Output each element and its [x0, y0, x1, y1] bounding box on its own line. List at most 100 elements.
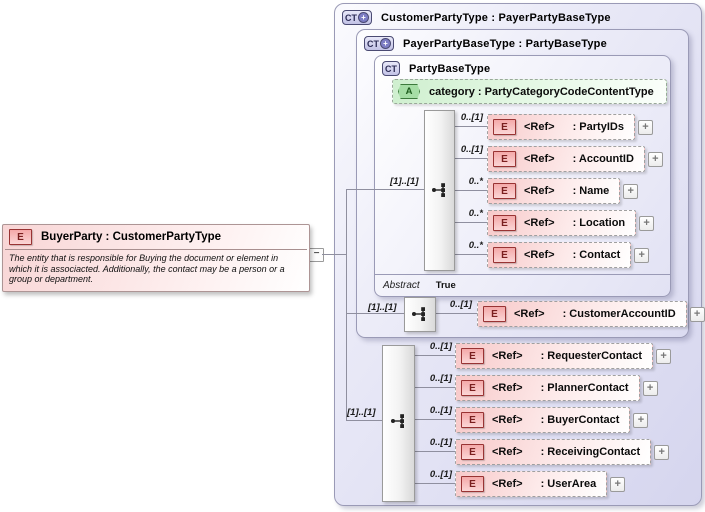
element-icon: E	[461, 348, 484, 364]
element-icon: E	[461, 380, 484, 396]
abstract-value: True	[435, 280, 456, 291]
element-row-location[interactable]: E<Ref>: Location +	[487, 210, 655, 236]
element-ref-label: <Ref>	[524, 121, 555, 133]
type-title-payerpartybasetype: PayerPartyBaseType : PartyBaseType	[403, 37, 607, 50]
attribute-label: category : PartyCategoryCodeContentType	[429, 85, 654, 98]
connector-line	[346, 420, 382, 421]
connector-line	[453, 126, 487, 127]
sequence-icon	[431, 182, 449, 203]
complex-type-icon: CT +	[364, 36, 394, 51]
type-header-customerpartytype: CT + CustomerPartyType : PayerPartyBaseT…	[335, 4, 701, 25]
element-row-accountid[interactable]: E <Ref> : AccountID +	[487, 146, 663, 172]
element-row-buyercontact[interactable]: E <Ref> : BuyerContact +	[455, 407, 649, 433]
element-icon: E	[493, 247, 516, 263]
element-ref-label: <Ref>	[524, 153, 555, 165]
cardinality-label: [1]..[1]	[368, 302, 397, 313]
connector-line	[453, 254, 487, 255]
type-header-payerpartybasetype: CT + PayerPartyBaseType : PartyBaseType	[357, 30, 688, 51]
derived-type-icon: +	[380, 38, 391, 49]
expand-toggle[interactable]: +	[642, 380, 658, 396]
connector-line	[322, 254, 346, 255]
cardinality-label: [1]..[1]	[347, 407, 376, 418]
expand-toggle[interactable]: +	[689, 306, 705, 322]
derived-type-icon: +	[358, 12, 369, 23]
cardinality-label: 0..[1]	[429, 341, 452, 352]
element-icon: E	[493, 119, 516, 135]
complex-type-icon-label: CT	[385, 63, 397, 74]
cardinality-label: 0..*	[468, 208, 483, 219]
element-icon: E	[493, 215, 516, 231]
element-row-customeraccountid[interactable]: E<Ref>: CustomerAccountID +	[477, 301, 705, 327]
cardinality-label: 0..[1]	[429, 437, 452, 448]
element-row-name[interactable]: E<Ref>: Name +	[487, 178, 639, 204]
type-title-customerpartytype: CustomerPartyType : PayerPartyBaseType	[381, 11, 611, 24]
cardinality-label: 0..[1]	[449, 299, 472, 310]
element-type-label: : Contact	[572, 249, 621, 261]
connector-line	[434, 313, 477, 314]
abstract-label: Abstract	[383, 280, 420, 291]
connector-line	[346, 189, 347, 421]
expand-toggle[interactable]: +	[633, 412, 649, 428]
expand-toggle[interactable]: +	[634, 247, 650, 263]
cardinality-label: 0..[1]	[429, 469, 452, 480]
connector-line	[453, 222, 487, 223]
element-type-label: : BuyerContact	[540, 414, 620, 426]
connector-line	[413, 419, 455, 420]
expand-toggle[interactable]: +	[623, 183, 639, 199]
element-type-label: : PartyIDs	[572, 121, 624, 133]
expand-toggle[interactable]: +	[610, 476, 626, 492]
expand-toggle[interactable]: +	[647, 151, 663, 167]
element-type-label: : RequesterContact	[540, 350, 643, 362]
cardinality-label: [1]..[1]	[390, 176, 419, 187]
element-row-receivingcontact[interactable]: E<Ref>: ReceivingContact +	[455, 439, 670, 465]
abstract-footer: Abstract True	[375, 274, 670, 296]
connector-line	[413, 483, 455, 484]
element-box-buyerparty[interactable]: E BuyerParty : CustomerPartyType The ent…	[2, 224, 310, 292]
element-type-label: : AccountID	[572, 153, 634, 165]
element-icon: E	[9, 229, 32, 245]
complex-type-icon: CT	[382, 61, 400, 76]
element-row-requestercontact[interactable]: E<Ref>: RequesterContact +	[455, 343, 672, 369]
connector-line	[413, 387, 455, 388]
element-ref-label: <Ref>	[492, 382, 523, 394]
expand-toggle[interactable]: +	[654, 444, 670, 460]
element-row-contact[interactable]: E <Ref> : Contact +	[487, 242, 650, 268]
element-ref-label: <Ref>	[514, 308, 545, 320]
element-icon: E	[461, 412, 484, 428]
attribute-row-category[interactable]: A category : PartyCategoryCodeContentTyp…	[392, 79, 667, 104]
element-icon: E	[461, 444, 484, 460]
expand-toggle[interactable]: +	[656, 348, 672, 364]
buyerparty-header: E BuyerParty : CustomerPartyType	[3, 225, 309, 249]
element-ref-label: <Ref>	[492, 414, 523, 426]
element-icon: E	[483, 306, 506, 322]
connector-line	[346, 313, 404, 314]
complex-type-icon-label: CT	[345, 12, 357, 23]
element-type-label: : UserArea	[540, 478, 597, 490]
sequence-compositor[interactable]	[404, 297, 436, 332]
connector-line	[413, 451, 455, 452]
connector-line	[413, 355, 455, 356]
collapse-toggle[interactable]: −	[309, 248, 324, 262]
sequence-compositor[interactable]	[424, 110, 455, 271]
expand-toggle[interactable]: +	[637, 119, 653, 135]
element-row-plannercontact[interactable]: E<Ref>: PlannerContact +	[455, 375, 658, 401]
connector-line	[346, 189, 424, 190]
complex-type-icon: CT +	[342, 10, 372, 25]
sequence-icon	[390, 413, 408, 434]
element-icon: E	[461, 476, 484, 492]
element-icon: E	[493, 151, 516, 167]
element-row-userarea[interactable]: E <Ref> : UserArea +	[455, 471, 626, 497]
element-type-label: : Name	[572, 185, 610, 197]
buyerparty-title: BuyerParty : CustomerPartyType	[41, 231, 222, 243]
cardinality-label: 0..[1]	[460, 144, 483, 155]
sequence-icon	[411, 306, 429, 327]
attribute-icon: A	[398, 84, 420, 99]
element-ref-label: <Ref>	[492, 478, 523, 490]
sequence-compositor[interactable]	[382, 345, 415, 502]
divider	[5, 249, 307, 250]
type-header-partybasetype: CT PartyBaseType	[375, 56, 670, 76]
element-ref-label: <Ref>	[524, 249, 555, 261]
expand-toggle[interactable]: +	[639, 215, 655, 231]
element-row-partyids[interactable]: E <Ref> : PartyIDs +	[487, 114, 653, 140]
